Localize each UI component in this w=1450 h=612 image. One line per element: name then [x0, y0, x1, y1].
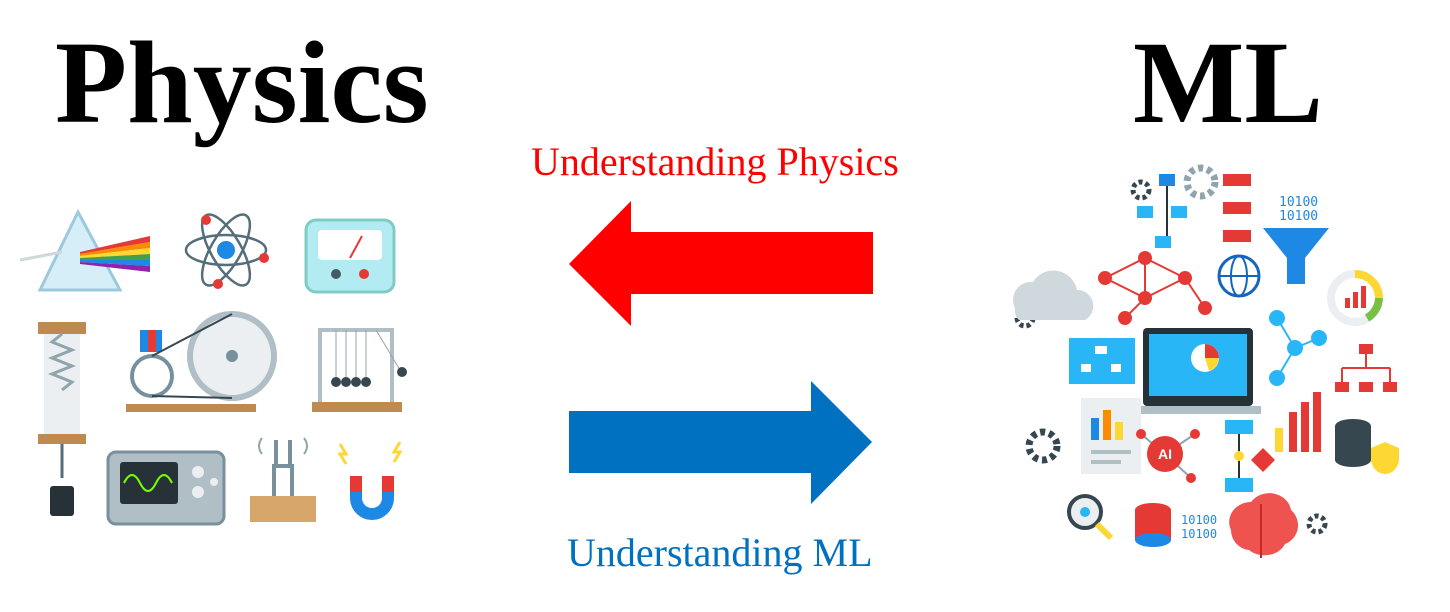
- funnel-icon: [1263, 228, 1329, 284]
- binary-code-icon: 10100 10100: [1279, 195, 1318, 224]
- binary-code-lower-icon: 10100 10100: [1181, 513, 1217, 541]
- report-icon: [1081, 398, 1141, 474]
- monitor-icon: [1069, 328, 1261, 414]
- ai-chip-icon: AI: [1136, 429, 1200, 483]
- prism-icon: [19, 208, 150, 292]
- globe-icon: [1217, 254, 1261, 298]
- svg-text:10100: 10100: [1279, 209, 1318, 224]
- svg-text:AI: AI: [1158, 446, 1172, 462]
- node-graph-icon: [1269, 310, 1327, 386]
- red-left-arrow: [569, 201, 873, 326]
- bar-chart-icon: [1327, 270, 1383, 326]
- oscilloscope-icon: [106, 450, 226, 526]
- blue-right-arrow: [569, 381, 872, 504]
- flowchart-icon: [1137, 174, 1251, 248]
- magnet-icon: [337, 441, 403, 520]
- understanding-ml-label: Understanding ML: [567, 530, 873, 575]
- newtons-cradle-icon: [312, 328, 407, 412]
- magnifier-icon: [1067, 494, 1114, 541]
- meter-icon: [304, 218, 396, 294]
- atom-icon: [184, 213, 269, 289]
- physics-illustration: [19, 208, 407, 526]
- decision-flow-icon: [1225, 420, 1275, 492]
- brain-icon: [1229, 493, 1299, 558]
- cloud-icon: [1013, 270, 1094, 320]
- ml-illustration: 10100 10100: [1013, 164, 1399, 558]
- physics-title: Physics: [55, 17, 429, 148]
- generator-icon: [126, 311, 277, 412]
- svg-text:10100: 10100: [1181, 513, 1217, 527]
- tuning-fork-icon: [250, 437, 316, 522]
- svg-text:10100: 10100: [1279, 195, 1318, 210]
- column-chart-icon: [1275, 392, 1321, 452]
- database-icon: [1135, 419, 1399, 547]
- understanding-physics-label: Understanding Physics: [531, 139, 899, 184]
- svg-text:10100: 10100: [1181, 527, 1217, 541]
- hierarchy-icon: [1335, 344, 1397, 392]
- neural-network-icon: [1098, 251, 1212, 325]
- spring-scale-icon: [38, 322, 86, 516]
- ml-title: ML: [1133, 17, 1324, 148]
